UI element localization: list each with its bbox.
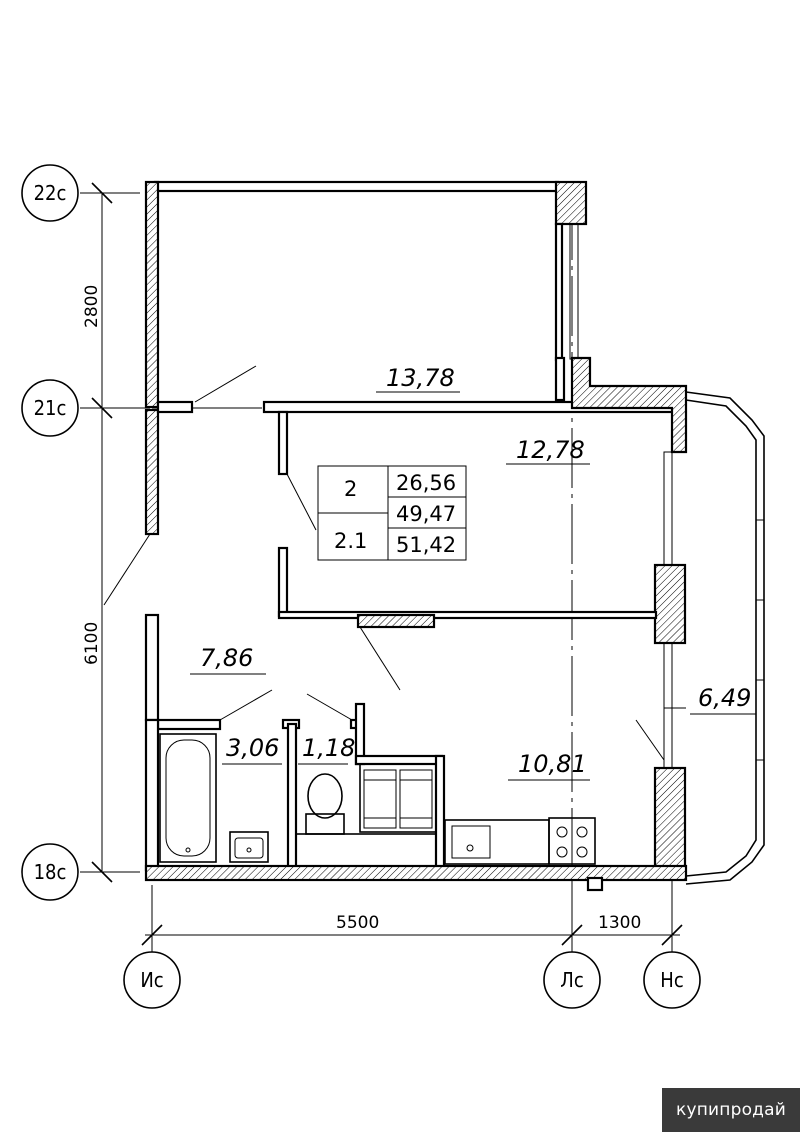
- apartment-table: 2 2.1 26,56 49,47 51,42: [317, 465, 467, 561]
- room-top-area: 13,78: [386, 364, 455, 392]
- rooms-count: 2: [344, 477, 357, 501]
- hall-area: 7,86: [200, 644, 253, 672]
- bathtub: [159, 733, 217, 863]
- wc-area: 1,18: [302, 734, 355, 762]
- axis-21c: 21с: [34, 396, 67, 420]
- balcony-area: 6,49: [698, 684, 751, 712]
- axis-markers: 22с 21с 18с Ис Лс Нс: [21, 164, 701, 1009]
- room-labels: 13,78 12,78 7,86 3,06 1,18 10,81 6,49: [190, 364, 756, 781]
- kitchen-area: 10,81: [518, 750, 587, 778]
- balcony: [664, 391, 765, 885]
- stove: [548, 817, 596, 865]
- axis-lc: Лс: [560, 968, 583, 992]
- axis-18c: 18с: [34, 860, 67, 884]
- living-area: 26,56: [396, 471, 456, 495]
- doors: [103, 365, 665, 761]
- dim-1300: 1300: [598, 913, 641, 933]
- dimension-lines: [80, 182, 683, 946]
- kitchen-cabinets: [295, 763, 437, 867]
- bath-area: 3,06: [226, 734, 279, 762]
- dim-6100: 6100: [82, 622, 102, 665]
- dim-5500: 5500: [336, 913, 379, 933]
- toilet: [305, 773, 345, 835]
- bath-sink: [229, 831, 269, 863]
- room-mid-area: 12,78: [516, 436, 585, 464]
- dim-2800: 2800: [82, 285, 102, 328]
- kitchen-sink: [444, 819, 550, 865]
- walls: [144, 180, 688, 892]
- area-with-balcony: 51,42: [396, 533, 456, 557]
- axis-ic: Ис: [140, 968, 163, 992]
- total-area: 49,47: [396, 502, 456, 526]
- watermark-logo[interactable]: купипродай: [662, 1088, 800, 1132]
- dimension-texts: 2800 6100 5500 1300: [82, 285, 641, 933]
- apartment-type: 2.1: [334, 529, 367, 553]
- axis-22c: 22с: [34, 181, 67, 205]
- axis-nc: Нс: [660, 968, 683, 992]
